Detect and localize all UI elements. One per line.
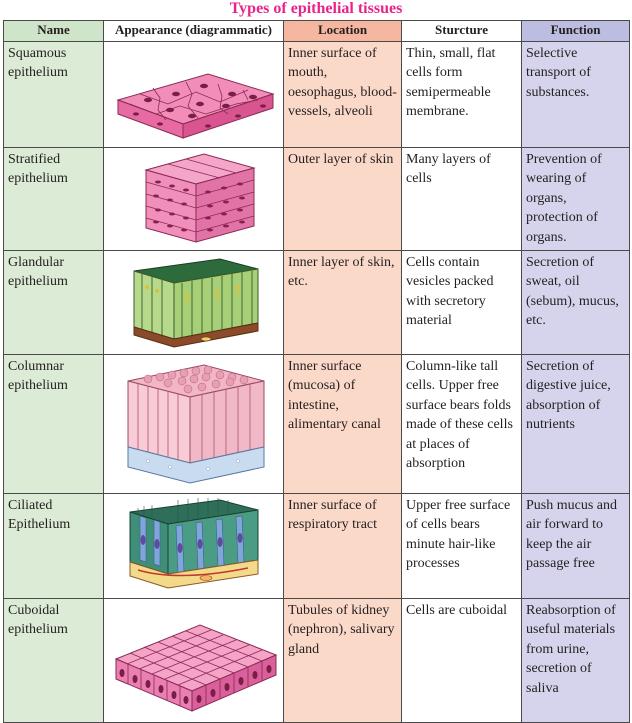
cell-location: Inner surface (mucosa) of intestine, ali…: [283, 354, 402, 494]
cell-appearance: [103, 493, 284, 599]
cell-function: Secretion of sweat, oil (sebum), mucus, …: [521, 250, 630, 355]
cell-name: Ciliated Epithelium: [3, 493, 104, 599]
cell-name: Cuboidal epithelium: [3, 598, 104, 723]
cell-function: Secretion of digestive juice, absorption…: [521, 354, 630, 494]
cell-name: Squamous epithelium: [3, 41, 104, 148]
header-appearance: Appearance (diagrammatic): [103, 20, 284, 42]
cell-appearance: [103, 598, 284, 723]
cell-name: Stratified epithelium: [3, 147, 104, 251]
header-location: Location: [283, 20, 402, 42]
cell-structure: Cells are cuboidal: [401, 598, 522, 723]
cell-structure: Many layers of cells: [401, 147, 522, 251]
table-row: Glandular epithelium: [3, 250, 630, 355]
cell-function: Prevention of wearing of organs, protect…: [521, 147, 630, 251]
cell-structure: Upper free surface of cells bears minute…: [401, 493, 522, 599]
cell-appearance: [103, 41, 284, 148]
glandular-epithelium-illustration: [133, 258, 258, 348]
columnar-epithelium-illustration: [127, 364, 264, 484]
cell-function: Selective transport of substances.: [521, 41, 630, 148]
cell-structure: Cells contain vesicles packed with secre…: [401, 250, 522, 355]
cell-appearance: [103, 147, 284, 251]
cell-structure: Thin, small, flat cells form semipermeab…: [401, 41, 522, 148]
cell-location: Inner layer of skin, etc.: [283, 250, 402, 355]
ciliated-epithelium-illustration: [129, 498, 258, 589]
page-title: Types of epithelial tissues: [229, 0, 403, 17]
cell-structure: Column-like tall cells. Upper free surfa…: [401, 354, 522, 494]
header-name: Name: [3, 20, 104, 42]
table-row: Columnar epithelium: [3, 354, 630, 494]
table-header-row: Name Appearance (diagrammatic) Location …: [3, 20, 630, 42]
epithelial-tissues-table: Name Appearance (diagrammatic) Location …: [3, 20, 630, 723]
cell-appearance: [103, 250, 284, 355]
cuboidal-epithelium-illustration: [114, 624, 277, 712]
cell-appearance: [103, 354, 284, 494]
header-structure: Sturcture: [401, 20, 522, 42]
cell-location: Inner surface of respiratory tract: [283, 493, 402, 599]
header-function: Function: [521, 20, 630, 42]
cell-function: Reabsorption of useful materials from ur…: [521, 598, 630, 723]
table-row: Stratified epithelium: [3, 147, 630, 251]
table-row: Ciliated Epithelium: [3, 493, 630, 599]
table-row: Cuboidal epithelium: [3, 598, 630, 723]
stratified-epithelium-illustration: [143, 153, 256, 243]
cell-location: Outer layer of skin: [283, 147, 402, 251]
cell-location: Inner surface of mouth, oesophagus, bloo…: [283, 41, 402, 148]
table-row: Squamous epithelium: [3, 41, 630, 148]
cell-function: Push mucus and air forward to keep the a…: [521, 493, 630, 599]
cell-name: Columnar epithelium: [3, 354, 104, 494]
squamous-epithelium-illustration: [115, 73, 275, 139]
cell-location: Tubules of kidney (nephron), salivary gl…: [283, 598, 402, 723]
cell-name: Glandular epithelium: [3, 250, 104, 355]
